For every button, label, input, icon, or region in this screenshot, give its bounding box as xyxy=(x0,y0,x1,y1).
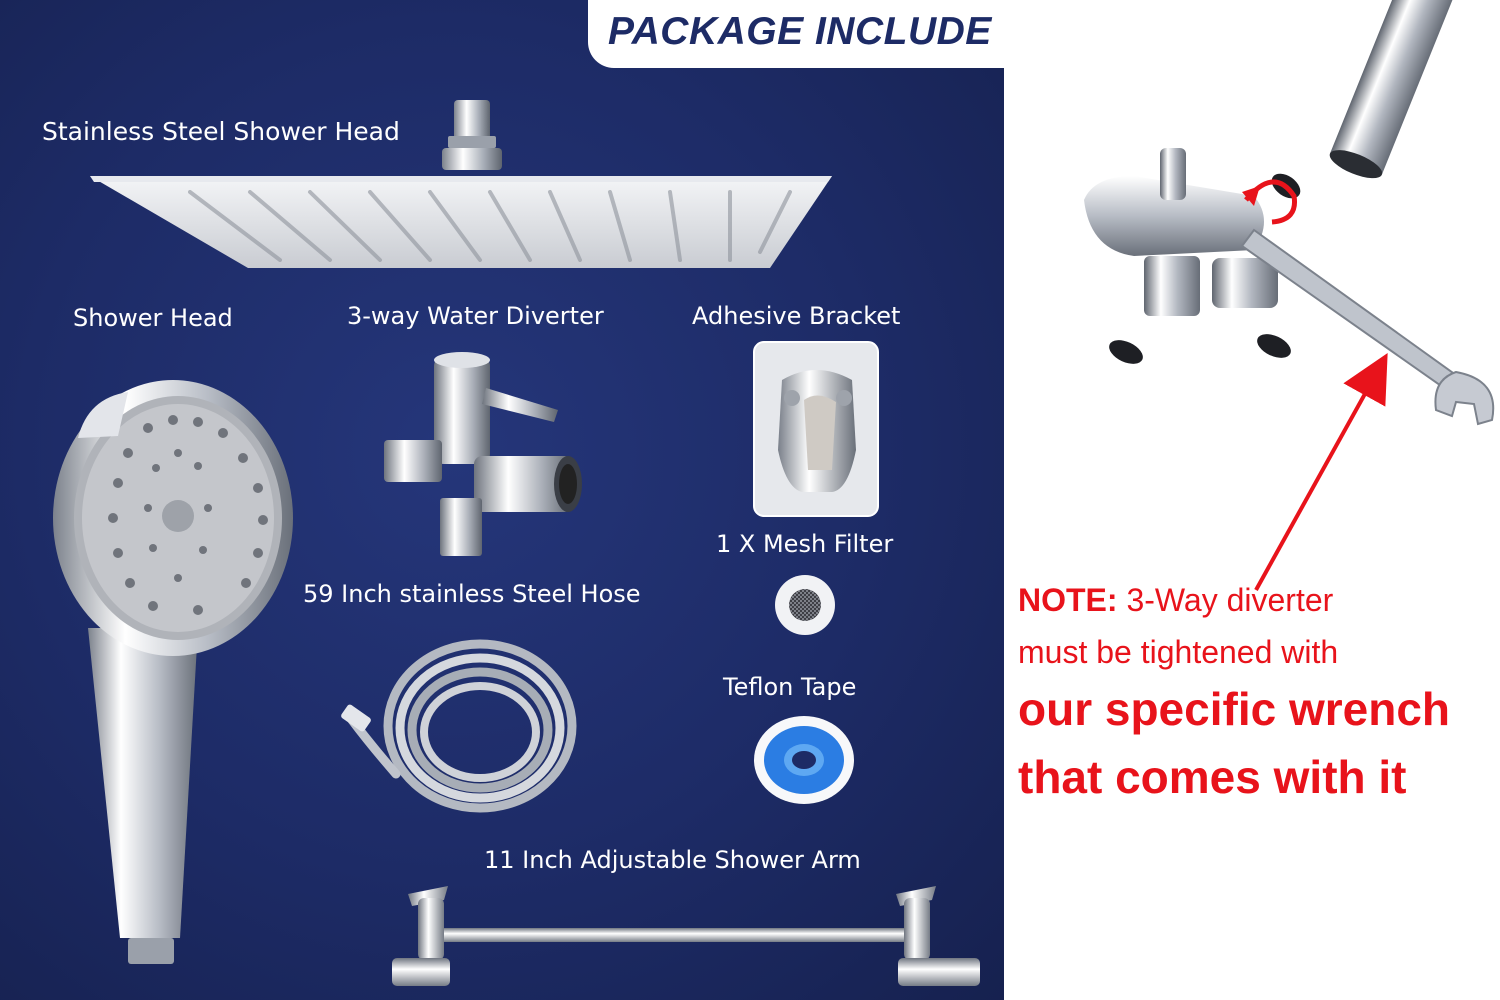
rain-shower-head-image xyxy=(90,100,832,268)
note-label: NOTE: xyxy=(1018,582,1118,618)
teflon-tape-image xyxy=(754,716,854,804)
note-line-2: must be tightened with xyxy=(1018,634,1339,670)
mesh-filter-image xyxy=(775,575,835,635)
teflon-label: Teflon Tape xyxy=(723,673,857,701)
mesh-filter-label: 1 X Mesh Filter xyxy=(716,530,894,558)
diverter-image xyxy=(384,352,582,556)
hose-label: 59 Inch stainless Steel Hose xyxy=(303,580,641,608)
bracket-label: Adhesive Bracket xyxy=(692,302,901,330)
hand-shower-image xyxy=(53,380,293,964)
diverter-wrench-illustration xyxy=(1084,0,1495,591)
arm-label: 11 Inch Adjustable Shower Arm xyxy=(484,846,861,874)
note-line-3: our specific wrench xyxy=(1018,683,1451,735)
bracket-image xyxy=(753,341,879,517)
hose-image xyxy=(341,639,577,813)
note-line-4: that comes with it xyxy=(1018,751,1407,803)
package-title: PACKAGE INCLUDE xyxy=(608,10,992,53)
shower-arm-image xyxy=(392,886,980,986)
hand-head-label: Shower Head xyxy=(73,304,233,332)
rain-head-label: Stainless Steel Shower Head xyxy=(42,117,400,146)
note-line-1-text: 3-Way diverter xyxy=(1117,582,1334,618)
title-tab xyxy=(588,0,1004,68)
note-line-1: NOTE: 3-Way diverter xyxy=(1018,582,1333,619)
diverter-label: 3-way Water Diverter xyxy=(347,302,604,330)
